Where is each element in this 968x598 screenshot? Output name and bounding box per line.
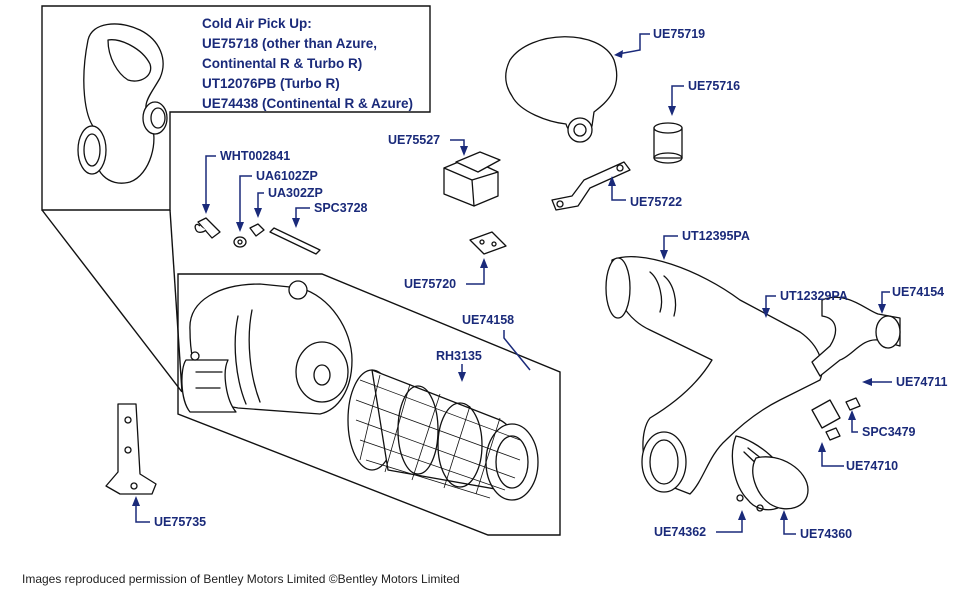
label-ue74154: UE74154 bbox=[892, 285, 944, 299]
filter-element-drawing bbox=[347, 369, 539, 501]
label-ue75527: UE75527 bbox=[388, 133, 440, 147]
label-ue75716: UE75716 bbox=[688, 79, 740, 93]
inset-line-3: UT12076PB (Turbo R) bbox=[202, 76, 340, 91]
part-labels: UE75719 UE75716 UE75527 UE75722 WHT00284… bbox=[154, 27, 947, 541]
label-wht002841: WHT002841 bbox=[220, 149, 290, 163]
label-ue75722: UE75722 bbox=[630, 195, 682, 209]
mount-drawing bbox=[443, 151, 501, 207]
inset-line-2: Continental R & Turbo R) bbox=[202, 56, 362, 71]
copyright-caption: Images reproduced permission of Bentley … bbox=[22, 572, 460, 586]
label-ut12329pa: UT12329PA bbox=[780, 289, 848, 303]
air-filter-frame bbox=[177, 273, 561, 536]
label-rh3135: RH3135 bbox=[436, 349, 482, 363]
label-ue75720: UE75720 bbox=[404, 277, 456, 291]
inset-line-1: UE75718 (other than Azure, bbox=[202, 36, 377, 51]
fasteners-drawing bbox=[194, 217, 321, 255]
cold-air-pickup-drawing bbox=[77, 23, 168, 184]
sleeve-drawing bbox=[653, 122, 683, 164]
label-ua6102zp: UA6102ZP bbox=[256, 169, 318, 183]
cold-air-inset: Cold Air Pick Up: UE75718 (other than Az… bbox=[41, 5, 431, 211]
label-spc3728: SPC3728 bbox=[314, 201, 368, 215]
label-ue74360: UE74360 bbox=[800, 527, 852, 541]
air-filter-housing-drawing bbox=[181, 280, 353, 415]
elbow-duct-drawing bbox=[505, 36, 618, 143]
intake-pipe-drawing bbox=[605, 256, 901, 512]
inset-connector-right bbox=[169, 209, 183, 393]
plate-drawing bbox=[469, 231, 507, 255]
label-ut12395pa: UT12395PA bbox=[682, 229, 750, 243]
label-ue75735: UE75735 bbox=[154, 515, 206, 529]
bracket-drawing bbox=[105, 403, 157, 495]
label-ua302zp: UA302ZP bbox=[268, 186, 323, 200]
leader-lines bbox=[132, 33, 892, 535]
inset-line-4: UE74438 (Continental R & Azure) bbox=[202, 96, 413, 111]
label-ue74710: UE74710 bbox=[846, 459, 898, 473]
strap-drawing bbox=[551, 161, 631, 211]
inset-title: Cold Air Pick Up: bbox=[202, 16, 312, 31]
label-ue75719: UE75719 bbox=[653, 27, 705, 41]
label-ue74711: UE74711 bbox=[896, 375, 947, 389]
inset-connector-left bbox=[41, 209, 183, 393]
label-ue74362: UE74362 bbox=[654, 525, 706, 539]
label-spc3479: SPC3479 bbox=[862, 425, 916, 439]
label-ue74158: UE74158 bbox=[462, 313, 514, 327]
